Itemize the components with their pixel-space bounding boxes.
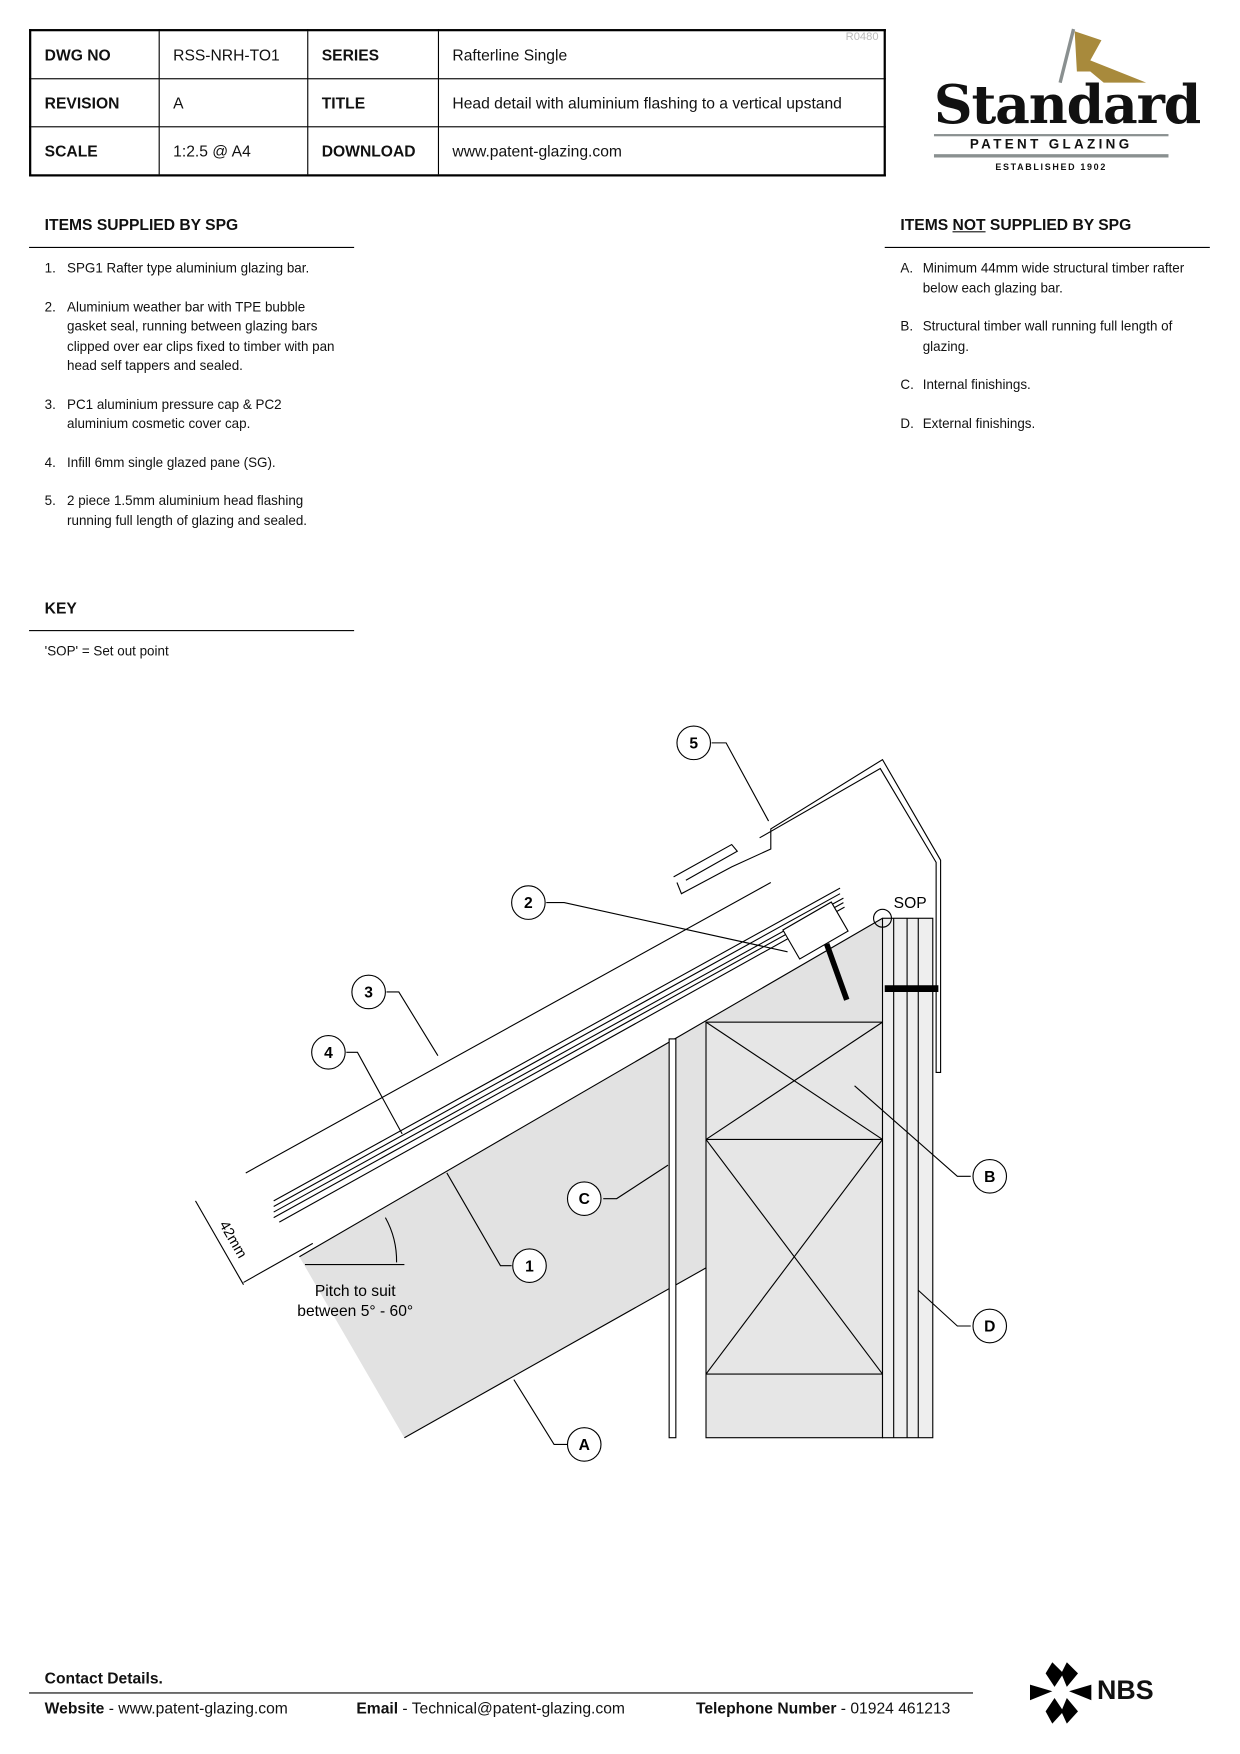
download-link[interactable]: www.patent-glazing.com: [437, 126, 886, 176]
item-text: SPG1 Rafter type aluminium glazing bar.: [67, 260, 310, 276]
callout-label: 1: [525, 1258, 534, 1275]
sop-label: SOP: [894, 895, 927, 912]
callout-B: B: [972, 1158, 1008, 1194]
supplied-heading: ITEMS SUPPLIED BY SPG: [44, 215, 239, 234]
not-supplied-heading: ITEMS NOT SUPPLIED BY SPG: [900, 215, 1132, 234]
item-number: C.: [900, 376, 914, 393]
callout-label: C: [579, 1191, 590, 1208]
item-number: D.: [900, 415, 914, 431]
drawing-title: Head detail with aluminium flashing to a…: [437, 78, 886, 128]
item-text: Structural timber wall running full leng…: [922, 318, 1173, 354]
item-number: 4.: [44, 454, 56, 470]
list-item: D. External finishings.: [900, 414, 1202, 434]
item-text: Aluminium weather bar with TPE bubble ga…: [67, 298, 335, 374]
callout-4: 4: [311, 1034, 346, 1070]
footer-email: Email - Technical@patent-glazing.com: [356, 1699, 625, 1717]
list-item: A. Minimum 44mm wide structural timber ra…: [900, 259, 1202, 298]
list-item: 1. SPG1 Rafter type aluminium glazing bar…: [45, 259, 347, 279]
dwg-no: RSS-NRH-TO1: [158, 29, 309, 80]
list-item: C. Internal finishings.: [900, 375, 1202, 395]
item-text: Internal finishings.: [922, 376, 1031, 393]
revision-label: REVISION: [29, 78, 160, 128]
logo-text: Standard: [933, 73, 1201, 137]
key-heading: KEY: [44, 598, 77, 617]
revision: A: [158, 78, 309, 128]
callout-label: B: [984, 1169, 995, 1186]
supplied-list: 1. SPG1 Rafter type aluminium glazing bar…: [45, 259, 347, 549]
item-number: A.: [900, 260, 914, 276]
item-number: 1.: [44, 260, 56, 276]
item-number: 5.: [44, 492, 56, 509]
callout-D: D: [972, 1308, 1008, 1344]
email-link[interactable]: Technical@patent-glazing.com: [411, 1699, 625, 1717]
dimension-label: 42mm: [215, 1218, 249, 1261]
item-number: 2.: [44, 298, 56, 315]
callout-5: 5: [676, 725, 712, 761]
logo-subtitle: PATENT GLAZING: [969, 136, 1133, 152]
callout-2: 2: [511, 885, 546, 920]
list-item: 2. Aluminium weather bar with TPE bubble …: [45, 298, 347, 376]
item-text: Infill 6mm single glazed pane (SG).: [67, 454, 276, 470]
nbs-logo-icon: [1029, 1662, 1092, 1724]
callout-C: C: [566, 1181, 602, 1216]
reference-code: R0480: [845, 31, 879, 44]
download-label: DOWNLOAD: [307, 126, 440, 176]
pitch-label-2: between 5° - 60°: [297, 1303, 413, 1320]
callout-3: 3: [351, 974, 386, 1010]
key-text: 'SOP' = Set out point: [44, 643, 169, 660]
list-item: B. Structural timber wall running full le…: [900, 317, 1202, 356]
item-text: 2 piece 1.5mm aluminium head flashing ru…: [67, 492, 308, 528]
callout-label: D: [984, 1319, 995, 1336]
pitch-label-1: Pitch to suit: [315, 1283, 396, 1300]
title-label: TITLE: [307, 78, 440, 128]
website-link[interactable]: www.patent-glazing.com: [118, 1699, 288, 1717]
scale: 1:2.5 @ A4: [158, 126, 309, 176]
glazing-bar-lines: [243, 882, 845, 1283]
list-item: 4. Infill 6mm single glazed pane (SG).: [45, 453, 347, 473]
callout-label: 2: [524, 895, 533, 912]
logo-established: ESTABLISHED 1902: [995, 161, 1107, 173]
series-label: SERIES: [307, 29, 440, 80]
scale-label: SCALE: [29, 126, 160, 176]
item-text: PC1 aluminium pressure cap & PC2 alumini…: [67, 396, 282, 432]
nbs-text: NBS: [1096, 1675, 1154, 1706]
callout-label: A: [579, 1437, 590, 1454]
item-text: External finishings.: [922, 415, 1036, 431]
not-supplied-list: A. Minimum 44mm wide structural timber ra…: [900, 259, 1202, 452]
footer-website: Website - www.patent-glazing.com: [44, 1699, 288, 1717]
leader-lines: [346, 742, 971, 1445]
item-number: 3.: [44, 396, 56, 412]
callout-label: 4: [324, 1045, 333, 1062]
list-item: 3. PC1 aluminium pressure cap & PC2 alumi…: [45, 395, 347, 434]
footer-phone: Telephone Number - 01924 461213: [695, 1699, 951, 1717]
callout-label: 3: [364, 985, 373, 1002]
item-text: Minimum 44mm wide structural timber raft…: [922, 260, 1185, 296]
contact-heading: Contact Details.: [44, 1668, 163, 1687]
callout-A: A: [566, 1427, 602, 1462]
logo-flag-icon: [933, 28, 1169, 158]
item-number: B.: [900, 318, 914, 335]
callout-label: 5: [689, 735, 698, 752]
list-item: 5. 2 piece 1.5mm aluminium head flashing …: [45, 492, 347, 531]
callout-1: 1: [512, 1248, 547, 1283]
